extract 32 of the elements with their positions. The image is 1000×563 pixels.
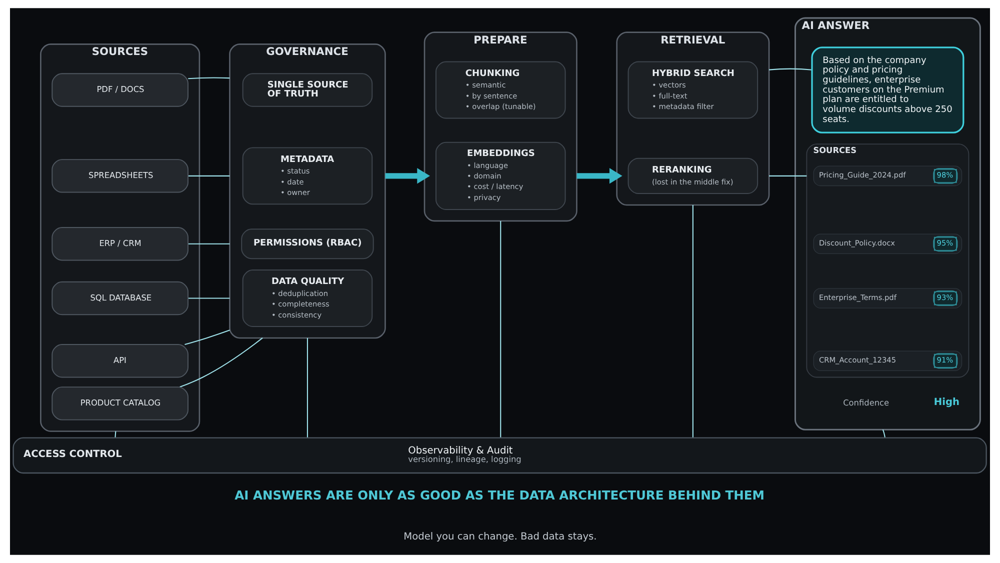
node-box: PERMISSIONS (RBAC) (241, 228, 374, 260)
label: Confidence (843, 397, 890, 408)
arrow (385, 168, 430, 184)
connector (188, 175, 230, 176)
node-box: API (52, 344, 188, 378)
node-box: DATA QUALITY • deduplication • completeness • consistency (242, 270, 373, 327)
node-box: EMBEDDINGS • language • domain • cost / latency • privacy (435, 142, 566, 210)
node-box: METADATA • status • date • owner (242, 147, 373, 205)
node-box: PDF / DOCS (52, 73, 188, 107)
node-box: ERP / CRM (52, 227, 188, 261)
node-box: SINGLE SOURCE OF TRUTH (242, 73, 373, 107)
node-box: Pricing_Guide_2024.pdf 98% (813, 166, 962, 186)
label: High (934, 397, 960, 408)
node-box: PRODUCT CATALOG (52, 386, 188, 420)
node-box: CHUNKING • semantic • by sentence • overlap (tunable) (435, 61, 566, 119)
connector (184, 330, 230, 346)
connector (769, 175, 807, 176)
node-box: SPREADSHEETS (52, 159, 188, 193)
node-box: SQL DATABASE (52, 281, 188, 316)
arrow (576, 168, 622, 184)
connector (188, 298, 230, 299)
label: Model you can change. Bad data stays. (404, 531, 597, 542)
connector (188, 243, 230, 244)
node-box: RERANKING (lost in the middle fix) (628, 158, 758, 194)
node-box: ACCESS CONTROL Observability & Audit versioning, lineage, logging (12, 437, 987, 474)
connector (769, 68, 812, 70)
label: AI ANSWERS ARE ONLY AS GOOD AS THE DATA ARCHITECTURE BEHIND THEM (234, 488, 765, 503)
node-box: HYBRID SEARCH • vectors • full-text • metadata filter (628, 61, 758, 119)
connector (180, 338, 263, 388)
node-box: CRM_Account_12345 91% (813, 350, 962, 372)
connector (188, 77, 230, 80)
node-box: Based on the company policy and pricing guidelines, enterprise customers on the Premium plan are entitled to volume discounts above 250 seats. (811, 46, 964, 134)
